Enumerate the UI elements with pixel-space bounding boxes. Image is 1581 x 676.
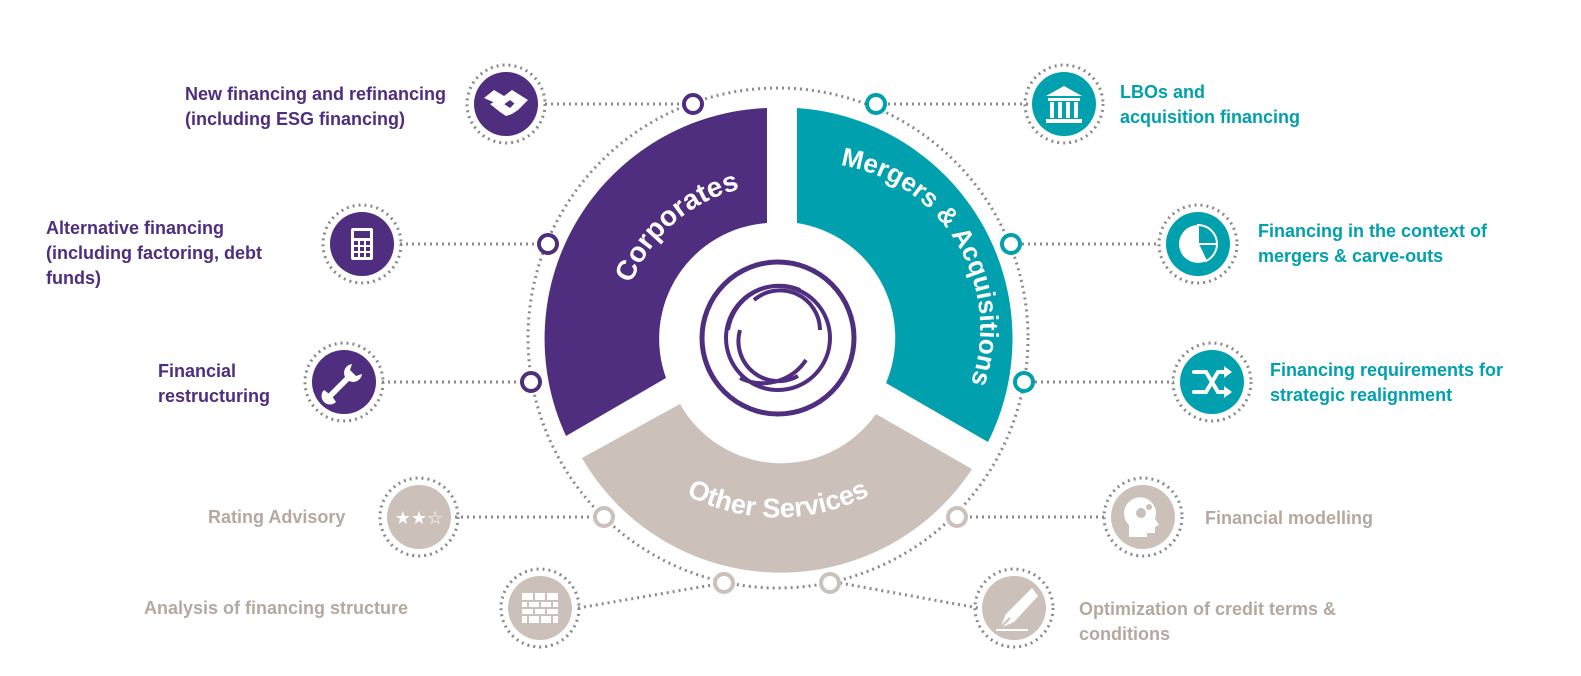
bank-building-icon bbox=[1023, 63, 1105, 145]
outer-dotted-ring bbox=[526, 86, 1030, 590]
ring-marker bbox=[593, 506, 615, 528]
calculator-icon bbox=[321, 203, 403, 285]
label-mergers-carveouts: Financing in the context of mergers & ca… bbox=[1258, 221, 1487, 266]
fountain-pen-icon bbox=[973, 567, 1055, 649]
other-services-segment[interactable] bbox=[582, 404, 972, 573]
label-financial-modelling: Financial modelling bbox=[1205, 508, 1374, 528]
ring-marker bbox=[537, 233, 559, 255]
ring-marker bbox=[946, 506, 968, 528]
connector-lines bbox=[382, 102, 1174, 610]
ring-marker bbox=[1013, 371, 1035, 393]
brick-wall-icon bbox=[499, 567, 581, 649]
label-rating-advisory: Rating Advisory bbox=[208, 507, 346, 527]
label-credit-terms: Optimization of credit terms & condition… bbox=[1079, 599, 1337, 644]
ring-marker bbox=[682, 93, 704, 115]
connector-line bbox=[577, 581, 725, 610]
head-gears-icon bbox=[1102, 476, 1184, 558]
ring-marker bbox=[520, 371, 542, 393]
svg-text:★★☆: ★★☆ bbox=[395, 508, 443, 529]
pie-chart-icon bbox=[1157, 203, 1239, 285]
ring-marker bbox=[865, 93, 887, 115]
label-lbos: LBOs and acquisition financing bbox=[1120, 82, 1301, 127]
label-alternative-financing: Alternative financing (including factori… bbox=[46, 218, 262, 288]
label-strategic-realignment: Financing requirements for strategic rea… bbox=[1270, 360, 1504, 405]
connector-line bbox=[839, 581, 979, 610]
wrench-icon bbox=[303, 341, 385, 423]
rating-stars-icon: ★★☆ bbox=[378, 476, 460, 558]
ring-markers bbox=[520, 93, 1035, 594]
label-financial-restructuring: Financial restructuring bbox=[158, 361, 271, 406]
ring-marker bbox=[1000, 233, 1022, 255]
ring-marker bbox=[819, 572, 841, 594]
corporates-segment[interactable] bbox=[544, 108, 767, 436]
label-new-financing: New financing and refinancing (including… bbox=[184, 84, 446, 129]
ring-marker bbox=[713, 572, 735, 594]
mna-segment[interactable] bbox=[797, 108, 1013, 442]
label-financing-structure: Analysis of financing structure bbox=[144, 598, 409, 618]
handshake-icon bbox=[465, 63, 547, 145]
center-logo-icon bbox=[699, 259, 857, 417]
shuffle-icon bbox=[1171, 341, 1253, 423]
